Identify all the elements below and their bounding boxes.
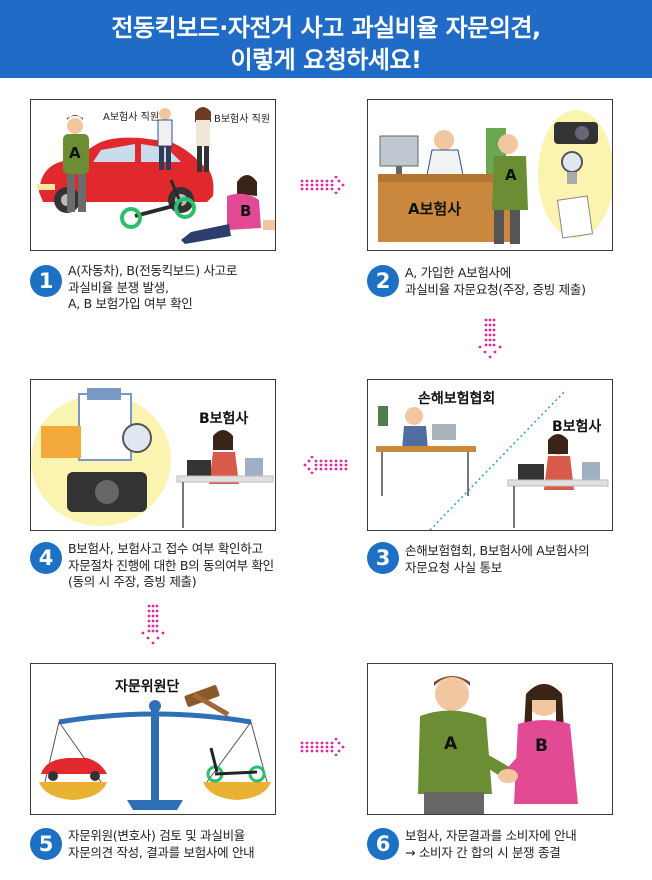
insurer-desk-image (378, 110, 612, 244)
step3-line1: 손해보험협회, B보험사에 A보험사의 (405, 543, 590, 558)
step1-badge: 1 (30, 265, 62, 297)
step1-line1: A(자동차), B(전동킥보드) 사고로 (68, 263, 238, 278)
p1-staff-a-label: A보험사 직원 (103, 112, 160, 123)
step1-text: A(자동차), B(전동킥보드) 사고로 과실비율 분쟁 발생, A, B 보험… (68, 263, 237, 313)
step5-illustration: 자문위원단 (30, 663, 276, 815)
committee-scale-image (39, 685, 271, 810)
step4-badge: 4 (30, 542, 62, 574)
p3-association-label: 손해보험협회 (418, 391, 496, 407)
header-banner: 전동킥보드·자전거 사고 과실비율 자문의견, 이렇게 요청하세요! (0, 0, 652, 78)
p1-person-a-label: A (69, 144, 81, 162)
step3-illustration: 손해보험협회 B보험사 (367, 379, 613, 531)
page-title-line2: 이렇게 요청하세요! (230, 46, 422, 74)
step4-illustration: B보험사 (30, 379, 276, 531)
p4-insurer-b-label: B보험사 (199, 411, 249, 427)
step6-line1: 보험사, 자문결과를 소비자에 안내 (405, 828, 577, 843)
step3-text: 손해보험협회, B보험사에 A보험사의 자문요청 사실 통보 (405, 543, 590, 576)
step5-line1: 자문위원(변호사) 검토 및 과실비율 (68, 828, 245, 843)
step1-illustration: A보험사 직원 B보험사 직원 A B (30, 99, 276, 251)
step2-illustration: A A보험사 (367, 99, 613, 251)
arrow-right-step5-to-6 (300, 738, 345, 756)
step4-line2: 자문절차 진행에 대한 B의 동의여부 확인 (68, 557, 274, 573)
step3-line2: 자문요청 사실 통보 (405, 559, 502, 575)
p6-a-label: A (444, 734, 458, 754)
insurer-b-evidence-image (31, 388, 274, 528)
accident-scene-image (37, 107, 275, 244)
p6-b-label: B (535, 736, 548, 756)
step4-line3: (동의 시 주장, 증빙 제출) (68, 574, 197, 589)
step2-line1: A, 가입한 A보험사에 (405, 265, 511, 280)
step2-line2: 과실비율 자문요청(주장, 증빙 제출) (405, 281, 586, 297)
step6-text: 보험사, 자문결과를 소비자에 안내 → 소비자 간 합의 시 분쟁 종결 (405, 828, 577, 861)
step3-badge: 3 (367, 542, 399, 574)
step5-badge: 5 (30, 828, 62, 860)
step5-line2: 자문의견 작성, 결과를 보험사에 안내 (68, 844, 255, 860)
step5-text: 자문위원(변호사) 검토 및 과실비율 자문의견 작성, 결과를 보험사에 안내 (68, 828, 255, 861)
step6-badge: 6 (367, 828, 399, 860)
arrow-left-step3-to-4 (303, 456, 348, 474)
step1-line2: 과실비율 분쟁 발생, (68, 279, 169, 295)
association-office-image (376, 389, 609, 530)
handshake-image (418, 676, 578, 814)
p5-committee-label: 자문위원단 (115, 679, 180, 695)
step4-text: B보험사, 보험사고 접수 여부 확인하고 자문절차 진행에 대한 B의 동의여… (68, 541, 274, 591)
step2-badge: 2 (367, 265, 399, 297)
step6-line2: → 소비자 간 합의 시 분쟁 종결 (405, 844, 561, 860)
p1-person-b-label: B (240, 202, 252, 220)
p1-staff-b-label: B보험사 직원 (214, 114, 271, 125)
arrow-right-step1-to-2 (300, 176, 345, 194)
p2-a-label: A (505, 166, 517, 184)
step6-illustration: A B (367, 663, 613, 815)
p3-insurer-b-label: B보험사 (552, 419, 602, 435)
p2-desk-label: A보험사 (408, 200, 462, 218)
step4-line1: B보험사, 보험사고 접수 여부 확인하고 (68, 541, 263, 556)
step1-line3: A, B 보험가입 여부 확인 (68, 296, 193, 311)
arrow-down-step2-to-3 (478, 318, 502, 359)
step2-text: A, 가입한 A보험사에 과실비율 자문요청(주장, 증빙 제출) (405, 265, 586, 298)
arrow-down-step4-to-5 (141, 604, 165, 645)
page-title-line1: 전동킥보드·자전거 사고 과실비율 자문의견, (111, 14, 541, 42)
